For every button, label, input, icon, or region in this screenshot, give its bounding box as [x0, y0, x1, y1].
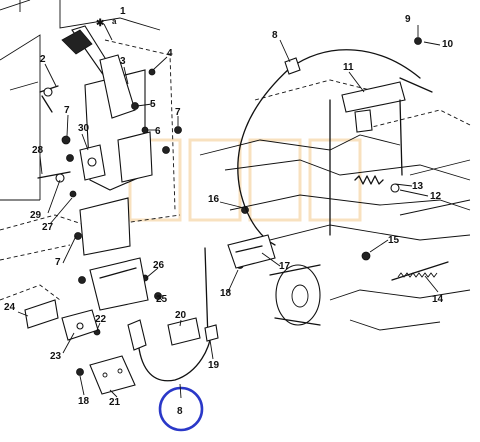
leader-lines: [17, 23, 441, 399]
callout-7-right: 7: [175, 107, 181, 118]
lower-left-brackets: [24, 299, 99, 341]
callout-3: 3: [120, 56, 126, 67]
brake-lever-handle: [39, 25, 136, 119]
callout-8-highlighted: 8: [177, 406, 183, 417]
callout-12: 12: [430, 191, 442, 202]
highlight-circle: [158, 386, 204, 432]
callout-labels: ✱ a 1 2 3 4 5 6 7 7 7 8 8 9 10 11 12 13 …: [4, 6, 454, 417]
rear-brake-cable: [127, 319, 219, 382]
callout-11: 11: [343, 62, 354, 73]
watermark: [128, 138, 362, 222]
front-brake-cable: [237, 49, 433, 246]
callout-10: 10: [442, 39, 454, 50]
equalizer-bracket: [329, 81, 406, 236]
callout-1: 1: [120, 6, 126, 17]
callout-18-left: 18: [78, 396, 90, 407]
axle-drum: [269, 264, 321, 326]
callout-28: 28: [32, 145, 44, 156]
callout-24: 24: [4, 302, 16, 313]
callout-20: 20: [175, 310, 187, 321]
callout-8-top: 8: [272, 30, 278, 41]
pivot-bracket: [79, 144, 106, 181]
callout-15: 15: [388, 235, 400, 246]
callout-17: 17: [279, 261, 291, 272]
callout-26: 26: [153, 260, 165, 271]
fastener-hardware: [37, 37, 422, 376]
callout-13: 13: [412, 181, 424, 192]
return-spring: [391, 261, 449, 281]
callout-22: 22: [95, 314, 107, 325]
callout-29: 29: [30, 210, 42, 221]
callout-14: 14: [432, 294, 444, 305]
callout-21: 21: [109, 397, 121, 408]
callout-a: a: [112, 17, 117, 26]
tension-spring: [354, 175, 400, 193]
callout-2: 2: [40, 54, 46, 65]
callout-4: 4: [167, 48, 173, 59]
callout-star: ✱: [96, 18, 105, 29]
callout-18-right: 18: [220, 288, 232, 299]
callout-16: 16: [208, 194, 220, 205]
callout-25: 25: [156, 294, 168, 305]
callout-9: 9: [405, 14, 411, 25]
vehicle-frame-outline: [0, 0, 471, 331]
callout-27: 27: [42, 222, 54, 233]
callout-7-lower: 7: [55, 257, 61, 268]
cable-clamp: [167, 317, 201, 346]
callout-7-top-left: 7: [64, 105, 70, 116]
rear-cable-bracket: [204, 234, 276, 341]
callout-5: 5: [150, 99, 156, 110]
callout-19: 19: [208, 360, 220, 371]
callout-30: 30: [78, 123, 90, 134]
lower-mounting-bracket: [89, 257, 149, 311]
callout-6: 6: [155, 126, 161, 137]
mounting-plate: [89, 355, 136, 395]
callout-23: 23: [50, 351, 62, 362]
